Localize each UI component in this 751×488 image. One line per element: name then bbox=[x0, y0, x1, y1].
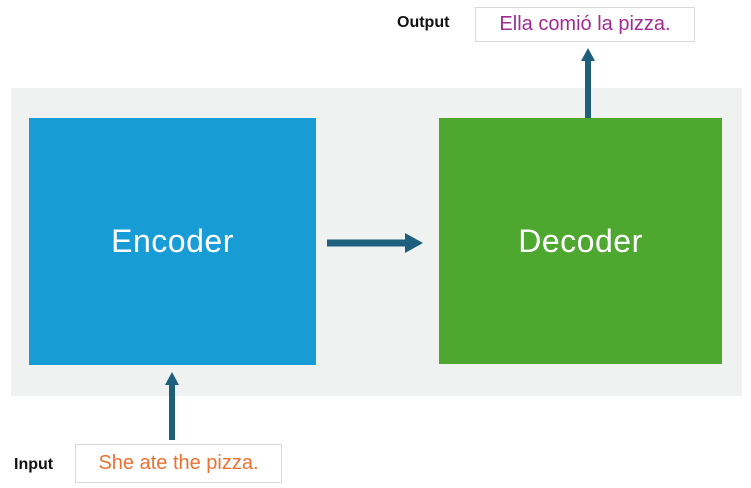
input-to-encoder-arrow bbox=[165, 372, 179, 440]
output-sentence: Ella comió la pizza. bbox=[499, 13, 671, 35]
decoder-to-output-arrow bbox=[581, 48, 595, 118]
output-label: Output bbox=[397, 14, 450, 31]
decoder-label: Decoder bbox=[518, 222, 643, 259]
decoder-block: Decoder bbox=[439, 118, 722, 364]
encoder-to-decoder-arrow bbox=[327, 233, 423, 253]
input-sentence: She ate the pizza. bbox=[98, 452, 259, 474]
encoder-block: Encoder bbox=[29, 118, 316, 365]
output-text-box: Ella comió la pizza. bbox=[475, 7, 695, 42]
encoder-label: Encoder bbox=[111, 223, 234, 259]
input-text-box: She ate the pizza. bbox=[75, 444, 282, 483]
input-label: Input bbox=[14, 456, 54, 473]
